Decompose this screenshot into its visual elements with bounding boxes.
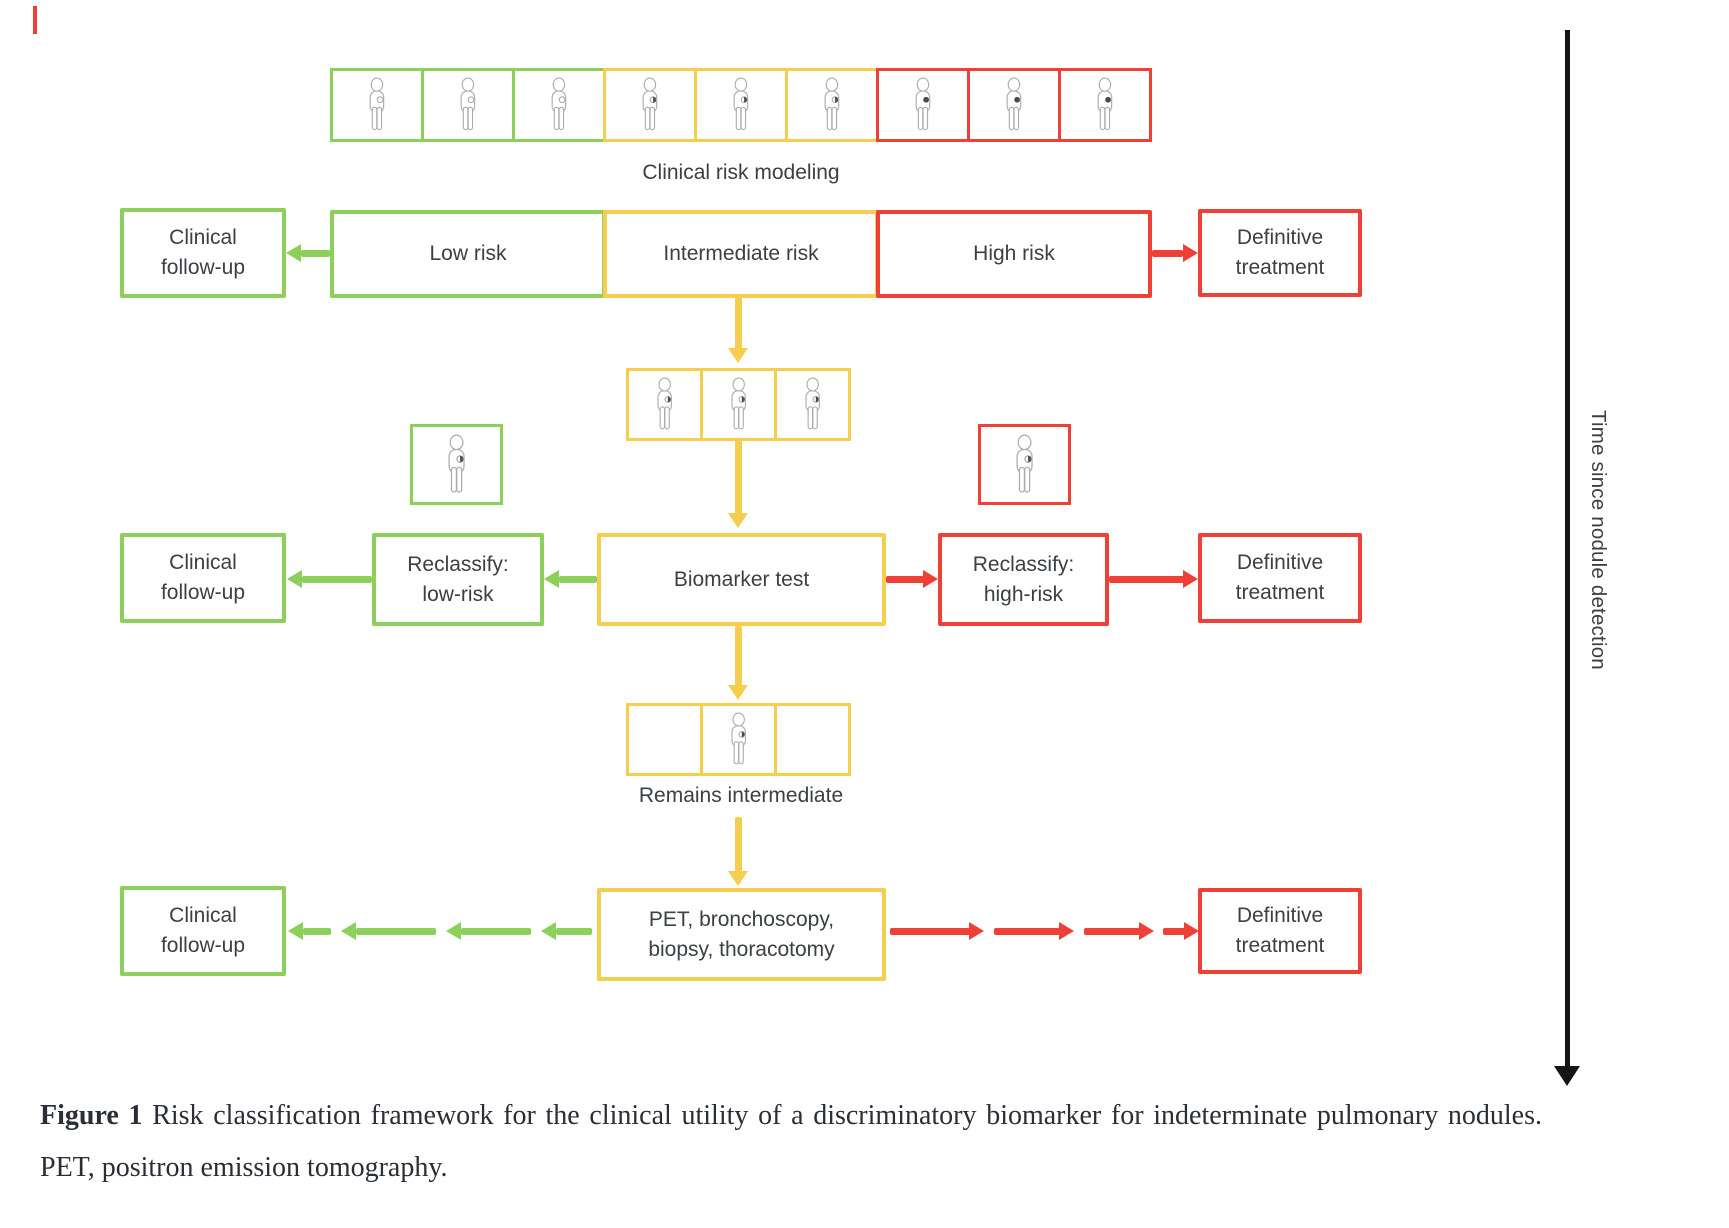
empty-cell	[774, 703, 851, 776]
arrow-biomarker-to-high	[886, 576, 924, 583]
definitive-treatment-box-mid: Definitive treatment	[1198, 533, 1362, 623]
patient-cell	[700, 703, 777, 776]
arrow-low-to-followup	[301, 250, 330, 257]
patient-cell	[700, 368, 777, 441]
patient-cell	[967, 68, 1061, 142]
patient-icon	[448, 434, 465, 493]
reclassify-high-box: Reclassify: high-risk	[938, 533, 1109, 626]
patient-icon	[1097, 77, 1113, 131]
patient-cell	[626, 368, 703, 441]
arrow-biomarker-down	[735, 626, 742, 686]
treatment-chain-line-3	[1084, 928, 1140, 935]
followup-chain-head-1	[288, 922, 303, 940]
treatment-chain-head-4	[1184, 922, 1199, 940]
patient-cell	[512, 68, 606, 142]
patient-cell	[876, 68, 970, 142]
followup-chain-line-4	[556, 928, 592, 935]
arrow-reclassify-high-to-treatment-head	[1183, 570, 1198, 588]
treatment-chain-head-1	[969, 922, 984, 940]
timeline-arrow-line	[1565, 30, 1570, 1068]
patient-cell	[1058, 68, 1152, 142]
clinical-risk-cohort	[330, 68, 1152, 142]
patient-cell	[774, 368, 851, 441]
patient-icon	[805, 377, 820, 430]
biomarker-test-box: Biomarker test	[597, 533, 886, 626]
patient-icon	[824, 77, 840, 131]
patient-icon	[731, 712, 746, 765]
intermediate-risk-box: Intermediate risk	[603, 210, 879, 298]
patient-icon	[1016, 434, 1033, 493]
reclassify-low-box: Reclassify: low-risk	[372, 533, 544, 626]
patient-icon	[657, 377, 672, 430]
treatment-chain-head-3	[1139, 922, 1154, 940]
clinical-follow-up-box-top: Clinical follow-up	[120, 208, 286, 298]
figure-caption-text: Risk classification framework for the cl…	[40, 1100, 1543, 1183]
high-risk-box: High risk	[876, 210, 1152, 298]
patient-icon	[915, 77, 931, 131]
arrow-to-procedures-head	[728, 871, 748, 886]
patient-cell	[694, 68, 788, 142]
patient-cell	[785, 68, 879, 142]
remains-intermediate-cohort	[626, 703, 851, 776]
definitive-treatment-box-top: Definitive treatment	[1198, 209, 1362, 297]
patient-icon	[642, 77, 658, 131]
procedures-box: PET, bronchoscopy, biopsy, thoracotomy	[597, 888, 886, 981]
arrow-low-to-followup-head	[286, 244, 301, 262]
intermediate-cohort	[626, 368, 851, 441]
definitive-treatment-box-bottom: Definitive treatment	[1198, 888, 1362, 974]
clinical-follow-up-box-mid: Clinical follow-up	[120, 533, 286, 623]
timeline-label: Time since nodule detection	[1587, 410, 1610, 670]
followup-chain-head-2	[341, 922, 356, 940]
patient-cell	[330, 68, 424, 142]
treatment-chain-line-2	[994, 928, 1060, 935]
arrow-reclassify-low-to-followup-head	[287, 570, 302, 588]
patient-cell	[978, 424, 1071, 505]
patient-icon	[733, 77, 749, 131]
patient-icon	[551, 77, 567, 131]
arrow-intermediate-down-head	[728, 348, 748, 363]
clinical-follow-up-box-bottom: Clinical follow-up	[120, 886, 286, 976]
treatment-chain-head-2	[1059, 922, 1074, 940]
followup-chain-head-4	[541, 922, 556, 940]
arrow-to-biomarker	[735, 440, 742, 514]
patient-cell	[410, 424, 503, 505]
followup-chain-line-2	[356, 928, 436, 935]
patient-cell	[603, 68, 697, 142]
treatment-chain-line-1	[890, 928, 970, 935]
patient-icon	[731, 377, 746, 430]
arrow-reclassify-high-to-treatment	[1109, 576, 1184, 583]
followup-chain-head-3	[446, 922, 461, 940]
low-risk-box: Low risk	[330, 210, 606, 298]
treatment-chain-line-4	[1163, 928, 1185, 935]
patient-icon	[460, 77, 476, 131]
figure-caption: Figure 1 Risk classification framework f…	[40, 1090, 1542, 1194]
arrow-to-procedures	[735, 817, 742, 872]
arrow-high-to-treatment	[1152, 250, 1183, 257]
followup-chain-line-3	[461, 928, 531, 935]
empty-cell	[626, 703, 703, 776]
patient-icon	[1006, 77, 1022, 131]
red-edge-mark	[33, 6, 37, 34]
arrow-high-to-treatment-head	[1183, 244, 1198, 262]
arrow-biomarker-down-head	[728, 685, 748, 700]
reclassified-high-patient	[978, 424, 1071, 505]
followup-chain-line-1	[303, 928, 331, 935]
timeline-arrow-head	[1554, 1066, 1580, 1086]
remains-intermediate-label: Remains intermediate	[638, 784, 844, 807]
patient-icon	[369, 77, 385, 131]
clinical-risk-modeling-label: Clinical risk modeling	[642, 161, 840, 184]
figure-caption-number: Figure 1	[40, 1100, 143, 1131]
arrow-biomarker-to-high-head	[923, 570, 938, 588]
arrow-reclassify-low-to-followup	[302, 576, 372, 583]
arrow-biomarker-to-low	[559, 576, 597, 583]
patient-cell	[421, 68, 515, 142]
arrow-intermediate-down	[735, 297, 742, 349]
arrow-biomarker-to-low-head	[544, 570, 559, 588]
reclassified-low-patient	[410, 424, 503, 505]
arrow-to-biomarker-head	[728, 513, 748, 528]
